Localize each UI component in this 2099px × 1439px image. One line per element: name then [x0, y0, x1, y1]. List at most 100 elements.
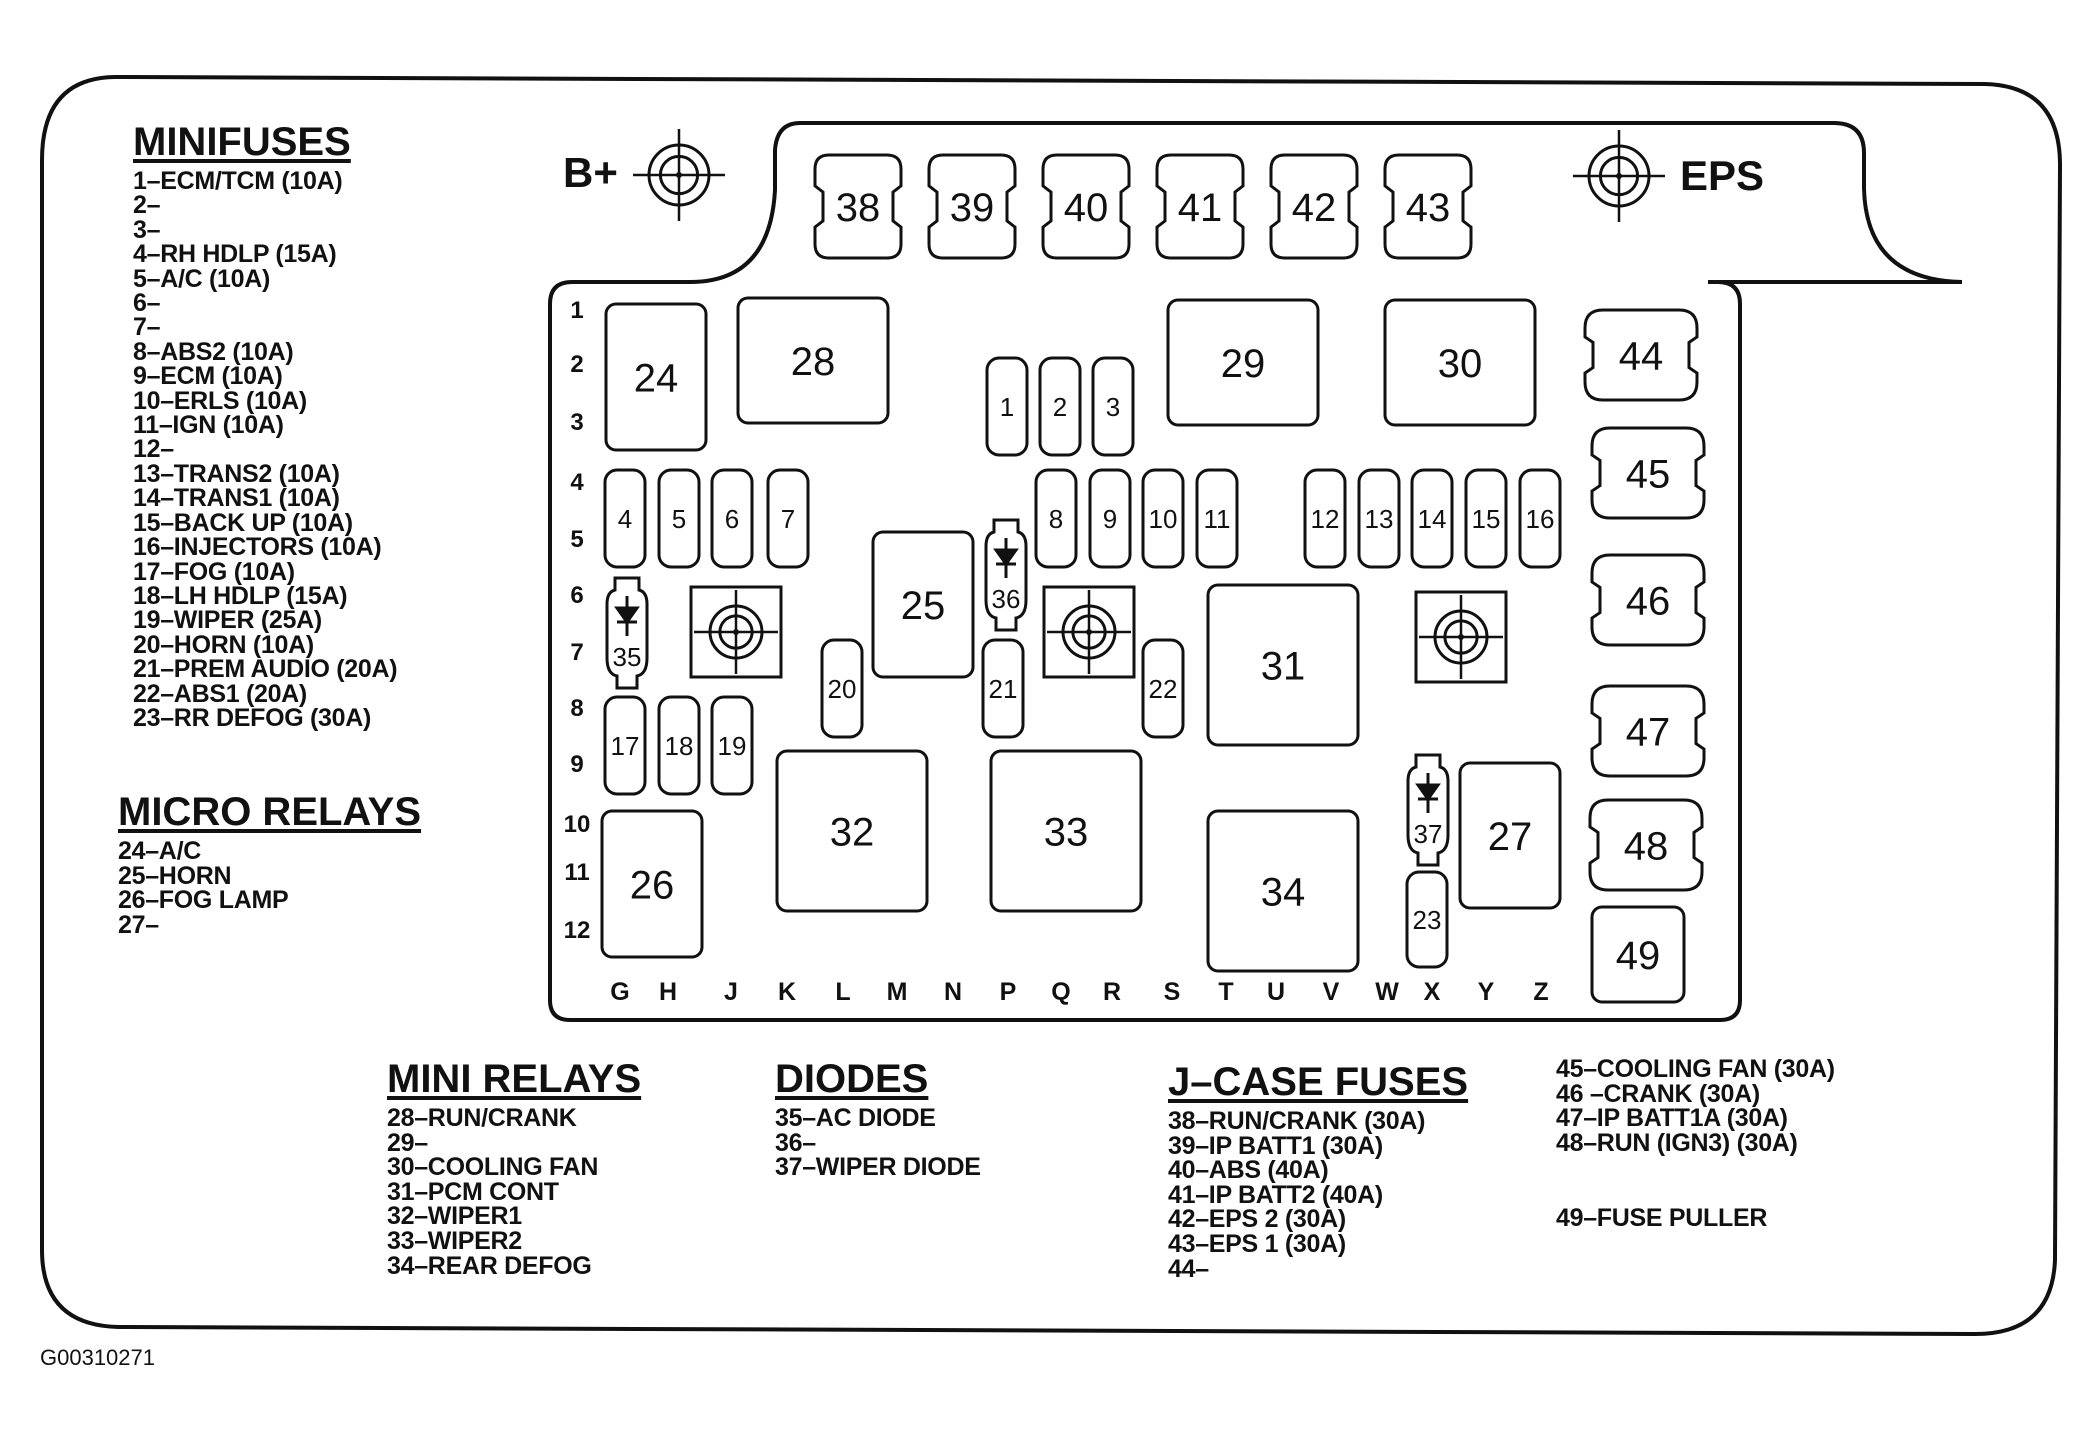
minifuse-21: 21 — [981, 638, 1025, 739]
mini-relay-33: 33 — [989, 749, 1143, 913]
legend-item: 39–IP BATT1 (30A) — [1168, 1131, 1383, 1160]
component-outline — [766, 468, 810, 569]
component-number: 24 — [634, 356, 679, 400]
component-outline — [1038, 356, 1082, 457]
component-number: 20 — [828, 674, 857, 704]
minifuse-8: 8 — [1034, 468, 1078, 569]
legend-item: 24–A/C — [118, 837, 201, 865]
component-number: 26 — [630, 863, 675, 907]
component-number: 17 — [611, 731, 640, 761]
component-number: 43 — [1406, 186, 1451, 230]
column-label: Z — [1533, 978, 1548, 1006]
legend-item: 20–HORN (10A) — [133, 630, 314, 659]
minifuse-6: 6 — [710, 468, 754, 569]
legend-item: 42–EPS 2 (30A) — [1168, 1205, 1346, 1234]
component-number: 18 — [665, 731, 694, 761]
component-number: 29 — [1221, 342, 1266, 386]
component-outline — [1034, 468, 1078, 569]
micro-relay-26: 26 — [600, 809, 704, 959]
column-label: Q — [1051, 978, 1070, 1006]
mini-relay-30: 30 — [1383, 298, 1537, 427]
component-outline — [710, 695, 754, 796]
minifuse-3: 3 — [1091, 356, 1135, 457]
stud-icon — [689, 585, 783, 679]
legend-item: 34–REAR DEFOG — [387, 1251, 592, 1280]
component-number: 5 — [672, 504, 686, 534]
component-number: 6 — [725, 504, 739, 534]
component-number: 27 — [1488, 815, 1533, 859]
legend-item: 9–ECM (10A) — [133, 362, 283, 391]
mini-relay-34: 34 — [1206, 809, 1360, 973]
component-number: 3 — [1106, 392, 1120, 422]
minifuse-19: 19 — [710, 695, 754, 796]
minifuse-12: 12 — [1303, 468, 1347, 569]
component-number: 42 — [1292, 186, 1337, 230]
row-label: 10 — [564, 811, 591, 838]
legend-heading: J–CASE FUSES — [1168, 1060, 1469, 1104]
component-number: 16 — [1526, 504, 1555, 534]
legend-item: 23–RR DEFOG (30A) — [133, 703, 372, 732]
component-number: 32 — [830, 810, 875, 854]
legend-item: 40–ABS (40A) — [1168, 1156, 1329, 1185]
j-case-fuse-40: 40 — [1041, 153, 1131, 260]
component-outline — [1590, 905, 1686, 1004]
legend-item: 10–ERLS (10A) — [133, 386, 307, 415]
component-outline — [927, 153, 1017, 260]
component-number: 4 — [618, 504, 632, 534]
row-label: 4 — [570, 469, 584, 496]
battery-terminal-label: B+ — [563, 149, 618, 196]
legend-item: 29– — [387, 1128, 428, 1157]
column-label: L — [835, 978, 850, 1006]
component-number: 9 — [1103, 504, 1117, 534]
component-outline — [657, 695, 701, 796]
legend-item: 4–RH HDLP (15A) — [133, 240, 337, 269]
legend-item: 26–FOG LAMP — [118, 886, 289, 915]
component-outline — [1195, 468, 1239, 569]
component-outline — [981, 638, 1025, 739]
component-outline — [820, 638, 864, 739]
row-label: 8 — [570, 695, 583, 722]
legend-item: 25–HORN — [118, 861, 232, 890]
component-number: 25 — [901, 584, 946, 628]
minifuse-16: 16 — [1518, 468, 1562, 569]
legend-item: 7– — [133, 313, 161, 342]
legend-item: 27– — [118, 910, 159, 939]
legend-item: 3– — [133, 215, 161, 244]
column-label: T — [1218, 978, 1233, 1006]
legend-item: 44– — [1168, 1254, 1209, 1283]
legend-item: 48–RUN (IGN3) (30A) — [1556, 1128, 1798, 1157]
legend-item: 47–IP BATT1A (30A) — [1556, 1104, 1788, 1133]
column-label: M — [887, 978, 908, 1006]
column-label: J — [724, 978, 738, 1006]
j-case-fuses-legend: J–CASE FUSES 38–RUN/CRANK (30A)39–IP BAT… — [1168, 1060, 1468, 1281]
minifuse-14: 14 — [1410, 468, 1454, 569]
diode-35: 35 — [605, 576, 649, 690]
legend-item: 36– — [775, 1128, 816, 1157]
component-number: 33 — [1044, 810, 1089, 854]
component-outline — [1518, 468, 1562, 569]
legend-item: 16–INJECTORS (10A) — [133, 533, 382, 562]
legend-item: 5–A/C (10A) — [133, 264, 271, 293]
component-outline — [1590, 684, 1706, 778]
legend-item: 17–FOG (10A) — [133, 557, 295, 586]
minifuse-11: 11 — [1195, 468, 1239, 569]
legend-item: 21–PREM AUDIO (20A) — [133, 655, 398, 684]
component-number: 47 — [1626, 710, 1671, 754]
component-number: 28 — [791, 340, 836, 384]
component-outline — [775, 749, 929, 913]
component-outline — [710, 468, 754, 569]
legend-item: 8–ABS2 (10A) — [133, 337, 294, 366]
column-label: S — [1164, 978, 1181, 1006]
component-outline — [871, 530, 975, 679]
row-label: 6 — [570, 582, 583, 609]
j-case-fuse-47: 47 — [1590, 684, 1706, 778]
column-label: N — [944, 978, 962, 1006]
minifuse-17: 17 — [603, 695, 647, 796]
legend-item: 28–RUN/CRANK — [387, 1104, 577, 1132]
column-label: G — [610, 978, 629, 1006]
component-number: 14 — [1418, 504, 1447, 534]
legend-item: 30–COOLING FAN — [387, 1153, 599, 1182]
component-number: 41 — [1178, 186, 1223, 230]
